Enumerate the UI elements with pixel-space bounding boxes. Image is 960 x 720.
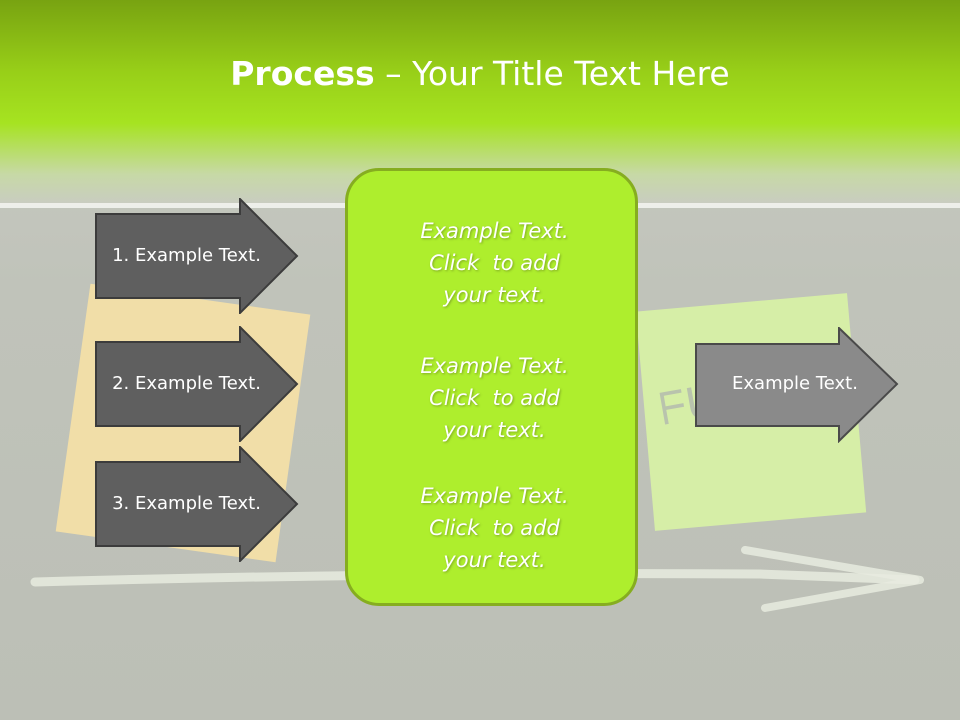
title-bold: Process bbox=[230, 54, 375, 93]
text-line: Example Text. bbox=[420, 354, 569, 378]
arrow-step-3[interactable]: 3. Example Text. bbox=[95, 446, 300, 562]
text-line: Example Text. bbox=[420, 219, 569, 243]
arrow-right-icon bbox=[95, 198, 299, 314]
arrow-label: 1. Example Text. bbox=[112, 245, 261, 266]
arrow-right-icon bbox=[95, 326, 299, 442]
title-rest: – Your Title Text Here bbox=[374, 54, 730, 93]
arrow-right-icon bbox=[95, 446, 299, 562]
text-block-3[interactable]: Example Text. Click to add your text. bbox=[348, 480, 641, 576]
text-line: Example Text. bbox=[420, 484, 569, 508]
text-line: your text. bbox=[443, 283, 546, 307]
text-block-2[interactable]: Example Text. Click to add your text. bbox=[348, 350, 641, 446]
arrow-step-1[interactable]: 1. Example Text. bbox=[95, 198, 300, 314]
arrow-label: 2. Example Text. bbox=[112, 373, 261, 394]
text-line: Click to add bbox=[429, 516, 560, 540]
text-line: Click to add bbox=[429, 386, 560, 410]
arrow-result[interactable]: Example Text. bbox=[695, 327, 900, 443]
text-block-1[interactable]: Example Text. Click to add your text. bbox=[348, 215, 641, 311]
slide-title: Process – Your Title Text Here bbox=[0, 50, 960, 98]
text-line: your text. bbox=[443, 548, 546, 572]
text-line: your text. bbox=[443, 418, 546, 442]
center-text-box[interactable]: Example Text. Click to add your text. Ex… bbox=[345, 168, 638, 606]
arrow-label: Example Text. bbox=[732, 373, 858, 394]
arrow-right-icon bbox=[695, 327, 899, 443]
arrow-step-2[interactable]: 2. Example Text. bbox=[95, 326, 300, 442]
text-line: Click to add bbox=[429, 251, 560, 275]
arrow-label: 3. Example Text. bbox=[112, 493, 261, 514]
